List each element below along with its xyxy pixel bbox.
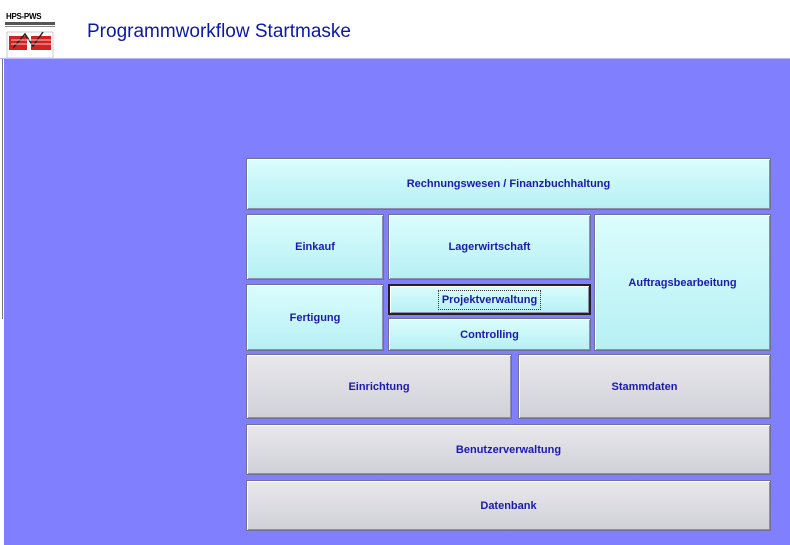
page-title: Programmworkflow Startmaske: [87, 21, 351, 42]
datenbank-label: Datenbank: [480, 499, 537, 512]
einkauf-label: Einkauf: [295, 241, 335, 253]
header-divider: [0, 58, 790, 59]
datenbank-button[interactable]: Datenbank: [246, 480, 771, 531]
rechnungswesen-button[interactable]: Rechnungswesen / Finanzbuchhaltung: [246, 158, 771, 210]
projektverwaltung-button[interactable]: Projektverwaltung: [388, 284, 591, 315]
benutzerverwaltung-label: Benutzerverwaltung: [455, 443, 562, 456]
einrichtung-label: Einrichtung: [348, 380, 410, 393]
controlling-button[interactable]: Controlling: [388, 318, 591, 351]
logo-text: HPS-PWS: [6, 12, 42, 21]
einkauf-button[interactable]: Einkauf: [246, 214, 384, 280]
rechnungswesen-label: Rechnungswesen / Finanzbuchhaltung: [406, 178, 611, 190]
window-border-line: [2, 59, 3, 319]
einrichtung-button[interactable]: Einrichtung: [246, 354, 512, 419]
header-bar: HPS-PWS Programmworkflow Startmaske: [0, 0, 790, 58]
lagerwirtschaft-label: Lagerwirtschaft: [448, 241, 531, 253]
projektverwaltung-label: Projektverwaltung: [437, 289, 542, 310]
stammdaten-label: Stammdaten: [611, 380, 678, 393]
auftragsbearbeitung-button[interactable]: Auftragsbearbeitung: [594, 214, 771, 351]
fertigung-button[interactable]: Fertigung: [246, 284, 384, 351]
lagerwirtschaft-button[interactable]: Lagerwirtschaft: [388, 214, 591, 280]
company-logo: HPS-PWS: [3, 10, 57, 58]
fertigung-label: Fertigung: [289, 311, 341, 324]
benutzerverwaltung-button[interactable]: Benutzerverwaltung: [246, 424, 771, 475]
stammdaten-button[interactable]: Stammdaten: [518, 354, 771, 419]
controlling-label: Controlling: [460, 328, 519, 341]
auftragsbearbeitung-label: Auftragsbearbeitung: [628, 276, 737, 289]
window-left-edge: [0, 59, 4, 545]
